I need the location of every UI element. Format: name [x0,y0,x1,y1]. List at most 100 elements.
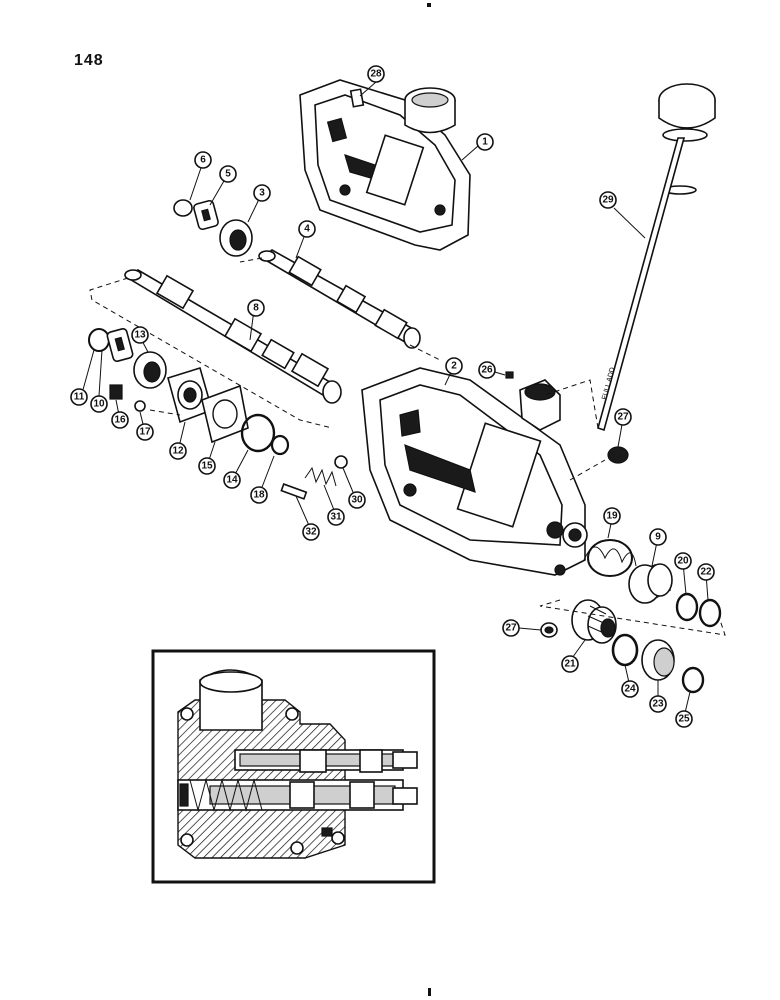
svg-text:25: 25 [678,714,690,725]
svg-text:13: 13 [134,330,146,341]
part-1-valve-cover [299,79,471,251]
callout-5: 5 [219,165,237,183]
part-12-cover [167,366,213,424]
svg-text:27: 27 [617,412,629,423]
cutaway-inset [151,649,436,884]
svg-text:11: 11 [74,392,85,403]
part-32-pin [280,483,308,500]
callout-29: 29 [599,191,617,209]
svg-text:1: 1 [482,137,488,148]
bottom-scan-mark [428,988,431,996]
part-29-dipstick: FULL ADD [597,83,716,432]
svg-text:10: 10 [93,399,105,410]
callout-4: 4 [298,220,316,238]
callout-10: 10 [90,395,108,413]
svg-text:27: 27 [505,623,517,634]
callout-9: 9 [649,528,667,546]
callout-21: 21 [561,655,579,673]
assembly-dashed-lines [89,257,726,636]
callout-24: 24 [621,680,639,698]
part-2-valve-housing [361,367,588,576]
part-30-ball [334,455,348,469]
part-14-o-ring [240,413,276,453]
svg-text:20: 20 [677,556,689,567]
callout-11: 11 [70,388,88,406]
part-26-plug [505,371,514,379]
callout-32: 32 [302,523,320,541]
part-5-plate [193,199,219,231]
part-19-spring [583,539,637,577]
part-4-spool [258,249,421,349]
svg-text:31: 31 [330,512,342,523]
svg-text:8: 8 [253,303,259,314]
part-13-seal [133,351,167,389]
svg-text:24: 24 [624,684,636,695]
part-21-plug [571,599,617,644]
svg-text:12: 12 [172,446,184,457]
svg-text:29: 29 [602,195,614,206]
svg-text:16: 16 [114,415,126,426]
svg-text:17: 17 [139,427,151,438]
page-number: 148 [74,52,104,69]
part-17-washer [134,400,146,412]
callout-20: 20 [674,552,692,570]
part-31-spring [304,466,337,487]
svg-text:26: 26 [481,365,493,376]
svg-text:2: 2 [451,361,457,372]
callout-18: 18 [250,486,268,504]
callout-3: 3 [253,184,271,202]
callout-30: 30 [348,491,366,509]
callout-17: 17 [136,423,154,441]
part-3-seal [219,219,253,257]
svg-text:30: 30 [351,495,363,506]
callout-16: 16 [111,411,129,429]
svg-text:19: 19 [606,511,618,522]
svg-text:22: 22 [700,567,712,578]
part-8-spool [124,269,342,404]
part-11-snap-ring [88,328,110,352]
svg-text:32: 32 [305,527,317,538]
callout-19: 19 [603,507,621,525]
svg-text:3: 3 [259,188,265,199]
top-scan-mark [427,3,431,7]
callout-22: 22 [697,563,715,581]
part-20-o-ring [675,592,699,622]
svg-text:15: 15 [201,461,213,472]
part-16-fitting [109,384,123,400]
callout-15: 15 [198,457,216,475]
callout-27-lower: 27 [502,619,520,637]
svg-text:23: 23 [652,699,664,710]
part-24-o-ring [611,633,639,667]
callout-27-upper: 27 [614,408,632,426]
callout-1: 1 [476,133,494,151]
svg-text:14: 14 [226,475,238,486]
svg-text:21: 21 [564,659,576,670]
callout-12: 12 [169,442,187,460]
part-22-o-ring [698,598,722,628]
svg-text:18: 18 [253,490,265,501]
callout-8: 8 [247,299,265,317]
part-18-snap-ring [270,434,290,456]
svg-text:9: 9 [655,532,661,543]
part-27-plug-lower [540,622,558,638]
callout-23: 23 [649,695,667,713]
svg-text:28: 28 [370,69,382,80]
callout-13: 13 [131,326,149,344]
callout-26: 26 [478,361,496,379]
svg-text:5: 5 [225,169,231,180]
part-9-sleeve [628,563,673,604]
part-27-plug-upper [607,446,629,464]
part-23-seal [641,639,675,681]
part-10-plate [106,328,134,362]
callout-31: 31 [327,508,345,526]
svg-text:4: 4 [304,224,310,235]
callout-6: 6 [194,151,212,169]
callout-14: 14 [223,471,241,489]
svg-text:6: 6 [200,155,206,166]
callout-28: 28 [367,65,385,83]
part-25-snap-ring [681,666,705,694]
callout-2: 2 [445,357,463,375]
part-15-gasket [201,384,249,444]
